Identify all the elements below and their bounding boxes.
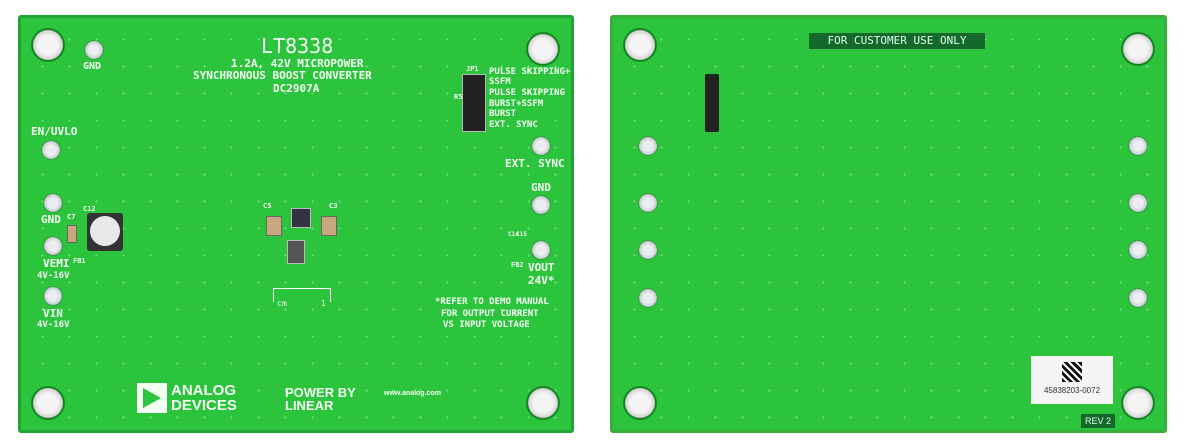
c15-label: C15: [516, 231, 527, 238]
c7-label: C7: [67, 213, 76, 221]
ruler-mark: 1: [321, 299, 326, 308]
vout-terminal[interactable]: [531, 240, 551, 260]
jumper-option: PULSE SKIPPING: [489, 88, 565, 98]
en-uvlo-label: EN/UVLO: [31, 125, 78, 138]
vemi-terminal[interactable]: [43, 236, 63, 256]
note-line: VS INPUT VOLTAGE: [443, 320, 530, 330]
vin-label: VIN: [43, 307, 63, 320]
fb1-label: FB1: [73, 257, 86, 265]
serial-label: 45838203-0072: [1031, 356, 1113, 404]
c5-label: C5: [263, 202, 272, 210]
ruler-unit: cm: [277, 299, 287, 308]
terminal-pad: [638, 136, 658, 156]
capacitor: [67, 225, 77, 243]
terminal-pad: [638, 240, 658, 260]
mounting-hole: [1121, 32, 1155, 66]
mounting-hole: [526, 386, 560, 420]
gnd-terminal[interactable]: [84, 40, 104, 60]
jumper-option: BURST+SSFM: [489, 99, 544, 109]
terminal-pad: [1128, 193, 1148, 213]
back-pcb-board: FOR CUSTOMER USE ONLY 45838203-0072 REV …: [610, 15, 1167, 433]
mounting-hole: [623, 386, 657, 420]
header-pads: [705, 74, 719, 132]
capacitor: [266, 216, 282, 236]
ic-chip: [291, 208, 311, 228]
ruler: [273, 288, 331, 302]
gnd-label: GND: [41, 213, 61, 226]
vemi-label: VEMI: [43, 257, 70, 270]
gnd-terminal[interactable]: [43, 193, 63, 213]
mounting-hole: [623, 28, 657, 62]
jumper-option: PULSE SKIPPING+: [489, 67, 571, 77]
subtitle-line1: 1.2A, 42V MICROPOWER: [231, 57, 364, 70]
jumper-label: JP1: [466, 65, 479, 73]
linear-wordmark: POWER BY LINEAR: [285, 385, 356, 413]
terminal-pad: [638, 193, 658, 213]
datamatrix-barcode: [1062, 362, 1082, 382]
inductor: [287, 240, 305, 264]
vemi-range: 4V-16V: [37, 271, 70, 281]
c14-label: C14: [508, 231, 519, 238]
terminal-pad: [638, 288, 658, 308]
terminal-pad: [1128, 136, 1148, 156]
mounting-hole: [31, 386, 65, 420]
analog-devices-logo: [137, 383, 167, 413]
jumper-option: BURST: [489, 109, 517, 119]
serial-number: 45838203-0072: [1043, 386, 1101, 395]
vin-terminal[interactable]: [43, 286, 63, 306]
board-id: DC2907A: [273, 82, 320, 95]
gnd-label: GND: [83, 61, 102, 72]
jumper-header[interactable]: [462, 74, 486, 132]
jumper-option: SSFM: [489, 77, 511, 87]
revision-label: REV 2: [1081, 414, 1115, 428]
c3-label: C3: [329, 202, 338, 210]
resistor-label: R5: [454, 93, 463, 101]
part-number: LT8338: [261, 34, 334, 58]
vout-label: VOUT: [528, 261, 555, 274]
ext-sync-label: EXT. SYNC: [505, 157, 565, 170]
customer-use-banner: FOR CUSTOMER USE ONLY: [809, 33, 985, 49]
mounting-hole: [1121, 386, 1155, 420]
gnd-label: GND: [531, 181, 551, 194]
jumper-option: EXT. SYNC: [489, 120, 538, 130]
website-link[interactable]: www.analog.com: [384, 390, 441, 397]
analog-devices-wordmark: ANALOG DEVICES: [171, 382, 237, 414]
note-line: *REFER TO DEMO MANUAL: [435, 297, 549, 307]
ext-sync-terminal[interactable]: [531, 136, 551, 156]
mounting-hole: [526, 32, 560, 66]
subtitle-line2: SYNCHRONOUS BOOST CONVERTER: [193, 69, 372, 82]
en-uvlo-terminal[interactable]: [41, 140, 61, 160]
vin-range: 4V-16V: [37, 320, 70, 330]
fb2-label: FB2: [511, 261, 524, 269]
electrolytic-capacitor: [87, 213, 123, 251]
terminal-pad: [1128, 288, 1148, 308]
gnd-terminal[interactable]: [531, 195, 551, 215]
note-line: FOR OUTPUT CURRENT: [441, 309, 539, 319]
c12-label: C12: [83, 205, 96, 213]
capacitor: [321, 216, 337, 236]
front-pcb-board: LT8338 1.2A, 42V MICROPOWER SYNCHRONOUS …: [18, 15, 574, 433]
vout-value: 24V*: [528, 274, 555, 287]
mounting-hole: [31, 28, 65, 62]
terminal-pad: [1128, 240, 1148, 260]
